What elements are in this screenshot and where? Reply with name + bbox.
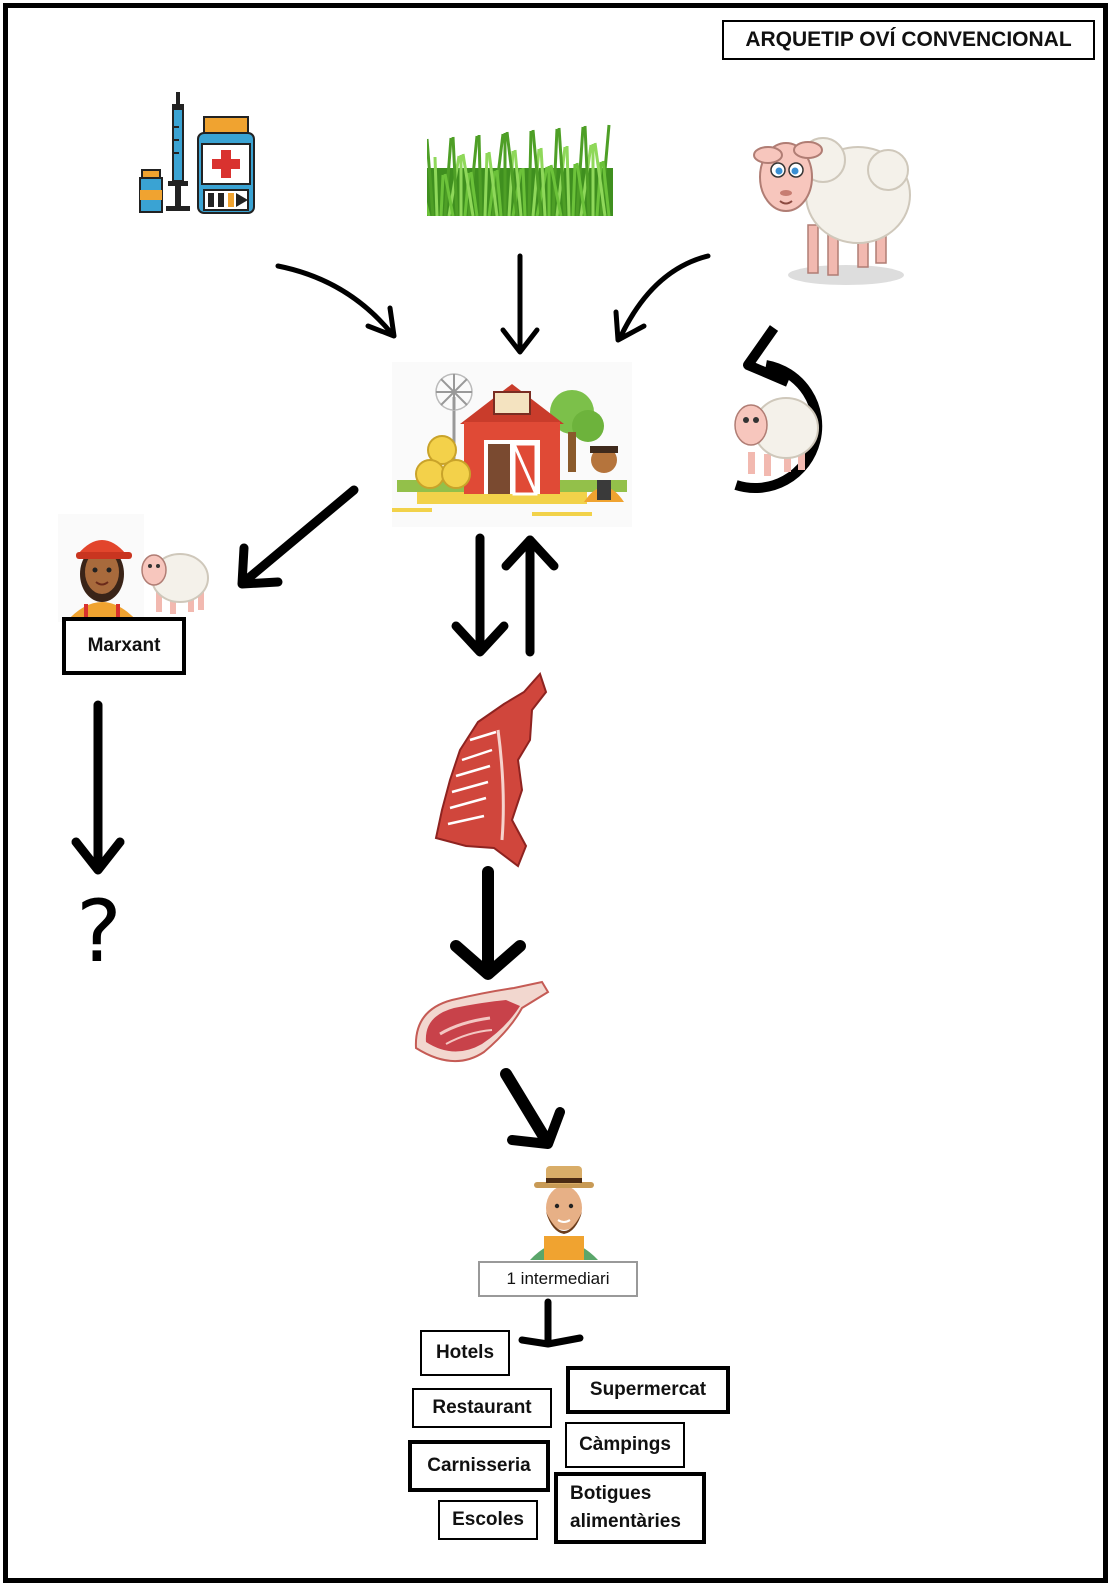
- sheep-icon: [753, 137, 911, 285]
- destination-botigues: Botigues alimentàries: [554, 1472, 706, 1544]
- unknown-outcome: ?: [76, 882, 122, 982]
- destination-carnisseria: Carnisseria: [408, 1440, 550, 1492]
- sheep-cycle-icon: [734, 325, 823, 494]
- meat-cut-icon: [414, 980, 550, 1063]
- farm-icon: [392, 362, 632, 527]
- carcass-icon: [434, 672, 548, 868]
- arrow-farm-to-merchant: [239, 485, 359, 587]
- destination-campings: Càmpings: [565, 1422, 685, 1468]
- destination-restaurant: Restaurant: [412, 1388, 552, 1428]
- arrow-sheep-to-farm: [617, 253, 711, 341]
- merchant-label: Marxant: [62, 617, 186, 675]
- destination-supermercat: Supermercat: [566, 1366, 730, 1414]
- destination-hotels: Hotels: [420, 1330, 510, 1376]
- diagram-title: ARQUETIP OVÍ CONVENCIONAL: [722, 20, 1095, 60]
- intermediary-icon: [530, 1166, 598, 1260]
- arrow-meat-to-intermediary: [500, 1068, 552, 1146]
- merchant-icon: [58, 514, 209, 622]
- grass-icon: [427, 124, 613, 216]
- intermediary-label: 1 intermediari: [478, 1261, 638, 1297]
- arrow-medicine-to-farm: [275, 263, 395, 337]
- medicine-icon: [139, 92, 255, 214]
- destination-escoles: Escoles: [438, 1500, 538, 1540]
